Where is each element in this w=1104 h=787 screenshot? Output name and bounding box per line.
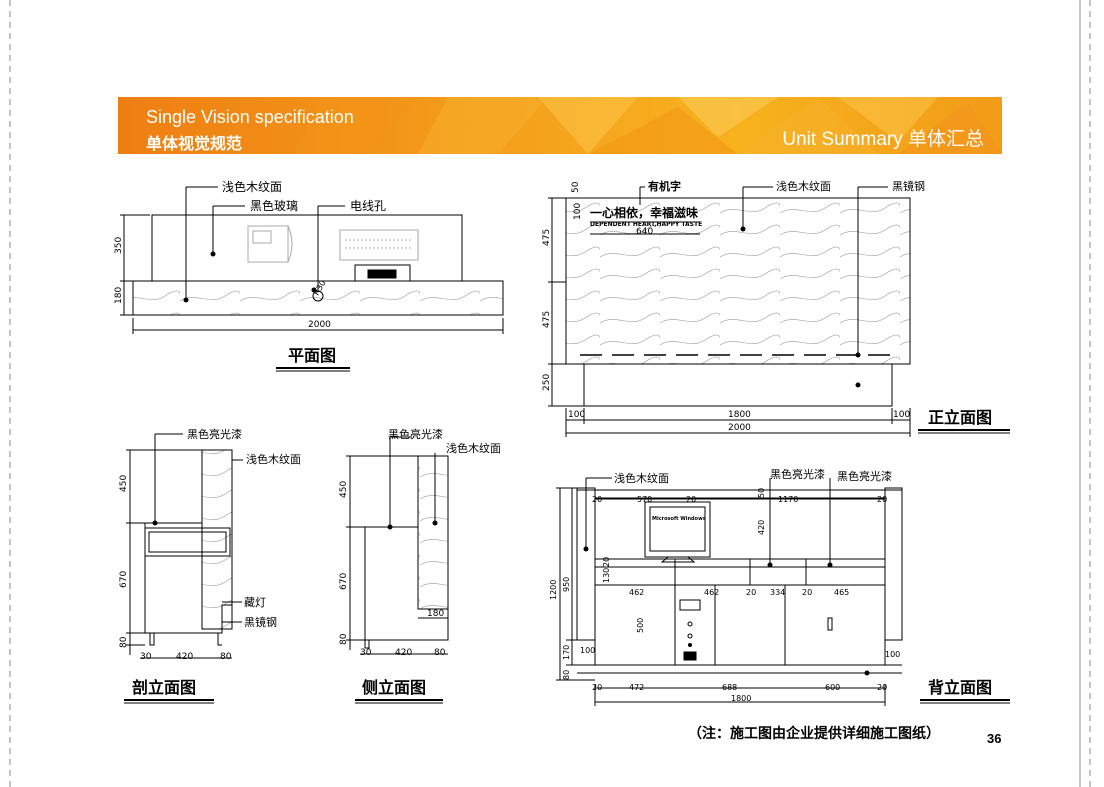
front-base: [583, 363, 893, 407]
back-label-wood: 浅色木纹面: [614, 471, 669, 485]
back-dim-20a: 20: [592, 495, 602, 504]
back-dim-570: 570: [637, 495, 652, 504]
front-label-glass-text: 有机字: [648, 179, 681, 193]
back-bottom-20a: 20: [592, 683, 602, 692]
back-title: 背立面图: [928, 678, 992, 697]
plan-title: 平面图: [288, 346, 336, 365]
section-dim-30: 30: [140, 652, 152, 662]
back-dim-465: 465: [834, 588, 849, 597]
back-dim-20c: 20: [877, 495, 887, 504]
front-dim-2000: 2000: [728, 423, 751, 433]
plan-dim-180: 180: [114, 287, 124, 304]
back-bottom-688: 688: [722, 683, 737, 692]
section-title: Unit Summary 单体汇总: [782, 129, 984, 150]
front-title: 正立面图: [928, 408, 992, 427]
front-elevation: [548, 186, 1010, 437]
back-dim-334: 334: [770, 588, 785, 597]
back-dim-1170: 1170: [778, 495, 798, 504]
plan-label-hole: 电线孔: [350, 199, 386, 213]
plan-dim-2000: 2000: [308, 320, 331, 330]
back-dim-1200: 1200: [549, 580, 558, 600]
side-dim-180: 180: [427, 609, 444, 619]
front-slogan-en: DEPENDENT HEART,HAPPY TASTE: [590, 221, 702, 228]
front-dim-100: 100: [573, 203, 583, 220]
side-label-gloss: 黑色亮光漆: [388, 427, 443, 441]
front-dim-250: 250: [542, 374, 552, 391]
plan-label-wood: 浅色木纹面: [222, 180, 282, 194]
side-dim-670: 670: [339, 573, 349, 590]
back-dim-462b: 462: [704, 588, 719, 597]
side-title: 侧立面图: [362, 678, 426, 697]
back-dim-462a: 462: [629, 588, 644, 597]
side-dim-80w: 80: [434, 648, 446, 658]
front-dim-1800: 1800: [728, 410, 751, 420]
title-chinese: 单体视觉规范: [146, 134, 243, 153]
section-elevation: [124, 433, 243, 704]
back-dim-50: 50: [757, 488, 766, 498]
back-dim-130: 130: [602, 568, 611, 583]
front-dim-100-right: 100: [893, 410, 910, 420]
back-label-gloss-2: 黑色亮光漆: [837, 469, 892, 483]
back-dim-100b: 100: [885, 650, 900, 659]
banner-pattern: [298, 97, 1002, 154]
footer-note: （注：施工图由企业提供详细施工图纸）: [688, 726, 940, 742]
plan-view: [120, 186, 504, 372]
side-label-wood: 浅色木纹面: [446, 441, 501, 455]
plan-dim-350: 350: [114, 237, 124, 254]
front-label-steel: 黑镜钢: [892, 179, 925, 193]
front-dim-475b: 475: [542, 311, 552, 328]
plan-glass-top: [151, 214, 463, 282]
front-dim-100-left: 100: [568, 410, 585, 420]
back-dim-20f: 20: [802, 588, 812, 597]
back-bottom-600: 600: [825, 683, 840, 692]
side-dim-420: 420: [395, 648, 412, 658]
back-dim-500: 500: [636, 618, 645, 633]
back-bottom-472: 472: [629, 683, 644, 692]
back-dim-20e: 20: [746, 588, 756, 597]
side-dim-80: 80: [339, 633, 349, 645]
front-dim-50: 50: [571, 181, 581, 193]
back-dim-170: 170: [562, 645, 571, 660]
page-number: 36: [987, 731, 1002, 746]
side-dim-450: 450: [339, 481, 349, 498]
section-label-light: 藏灯: [244, 596, 266, 609]
section-dim-80: 80: [119, 636, 129, 648]
back-bottom-20b: 20: [877, 683, 887, 692]
side-dim-30: 30: [360, 648, 372, 658]
front-label-wood: 浅色木纹面: [776, 179, 831, 193]
back-dim-420: 420: [757, 520, 766, 535]
section-label-gloss: 黑色亮光漆: [187, 427, 242, 441]
back-dim-20d: 20: [602, 557, 611, 567]
front-dim-640: 640: [636, 227, 653, 237]
section-label-steel: 黑镜钢: [244, 615, 277, 629]
section-dim-450: 450: [119, 475, 129, 492]
front-panel: [565, 197, 911, 365]
back-label-gloss-1: 黑色亮光漆: [770, 467, 825, 481]
side-elevation: [346, 436, 449, 704]
back-monitor-text: Microsoft Windows: [652, 516, 706, 522]
section-dim-420: 420: [176, 652, 193, 662]
front-slogan-cn: 一心相依，幸福滋味: [590, 205, 698, 220]
title-english: Single Vision specification: [146, 107, 354, 127]
front-dim-475a: 475: [542, 229, 552, 246]
section-dim-80w: 80: [220, 652, 232, 662]
plan-label-glass: 黑色玻璃: [250, 199, 298, 213]
section-dim-670: 670: [119, 571, 129, 588]
back-dim-950: 950: [562, 577, 571, 592]
back-dim-100a: 100: [580, 646, 595, 655]
back-dim-80: 80: [562, 670, 571, 680]
header-banner: Single Vision specification 单体视觉规范 Unit …: [118, 97, 1002, 154]
back-bottom-1800: 1800: [731, 694, 751, 703]
back-dim-20b: 20: [686, 495, 696, 504]
back-elevation: [556, 477, 1010, 706]
section-title: 剖立面图: [132, 678, 196, 697]
section-label-wood: 浅色木纹面: [246, 452, 301, 466]
